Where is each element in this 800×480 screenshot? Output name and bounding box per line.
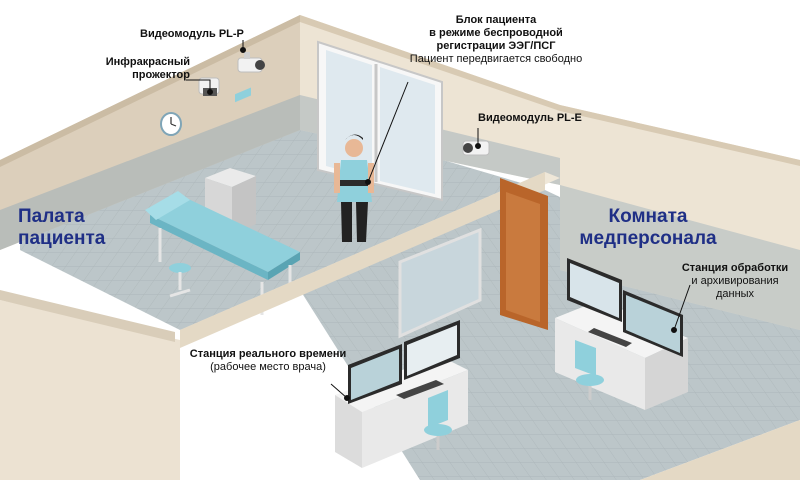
keyboard: [588, 328, 632, 347]
realtime-station-label-line2: (рабочее место врача): [210, 361, 326, 373]
ir-projector-label: Инфракрасный прожектор: [72, 56, 190, 82]
ir-projector-label-line2: прожектор: [132, 69, 190, 81]
patient-unit-label-line4: Пациент передвигается свободно: [409, 53, 583, 65]
patient-figure: [334, 134, 374, 242]
monitor-icon: [348, 344, 402, 404]
monitor-icon: [623, 290, 683, 357]
front-left-wall: [0, 290, 180, 480]
processing-station-label: Станция обработки и архивирования данных: [676, 262, 794, 301]
office-chair: [575, 340, 604, 400]
clock-icon: [160, 112, 182, 136]
staff-room-title: Комната медперсонала: [579, 206, 717, 249]
camera-icon: [237, 52, 265, 73]
patient-unit-label-line2: в режиме беспроводной: [429, 27, 563, 39]
monitor-icon: [404, 320, 460, 380]
patient-room-title: Палата пациента: [18, 206, 106, 249]
realtime-station-label: Станция реального времени (рабочее место…: [168, 348, 368, 374]
video-module-p-label: Видеомодуль PL-P: [140, 28, 244, 40]
monitor-icon: [567, 258, 622, 322]
realtime-station-label-line1: Станция реального времени: [189, 348, 347, 360]
patient-unit-label: Блок пациента в режиме беспроводной реги…: [396, 14, 596, 66]
patient-unit-label-line1: Блок пациента: [455, 14, 537, 26]
observation-window: [398, 227, 482, 339]
partition-wall: [180, 172, 560, 348]
processing-station-label-line1: Станция обработки: [681, 262, 789, 274]
office-chair: [424, 390, 452, 450]
processing-station-label-line2: и архивирования: [691, 275, 779, 287]
ir-projector-label-line1: Инфракрасный: [105, 56, 190, 68]
video-module-e-label: Видеомодуль PL-E: [478, 112, 582, 124]
examination-bed: [145, 191, 300, 315]
stool: [169, 263, 191, 298]
wall-tile-strip-left: [0, 95, 300, 250]
callout-lines: [186, 40, 691, 401]
keyboard: [396, 380, 444, 399]
processing-station-label-line3: данных: [715, 288, 755, 300]
patient-unit-label-line3: регистрации ЭЭГ/ПСГ: [436, 40, 556, 52]
door: [500, 178, 548, 330]
front-wall-staff: [640, 420, 800, 480]
staff-room-wall: [560, 105, 800, 330]
